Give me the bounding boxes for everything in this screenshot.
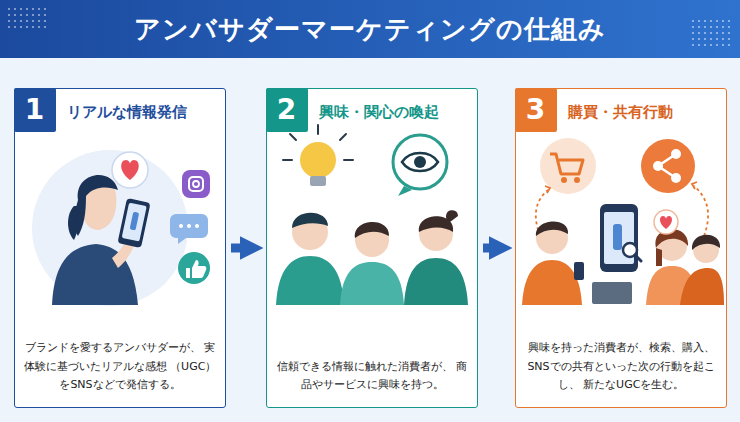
consumer-figures [536, 222, 568, 254]
panel-ground [14, 88, 226, 408]
consumer-figures [522, 260, 582, 305]
cart-icon [540, 138, 596, 194]
consumer-figures [680, 268, 724, 305]
share-icon [641, 139, 695, 193]
lightbulb-icon [310, 176, 326, 186]
step-panel: リアルな情報発信ブランドを愛するアンバサダーが、 実体験に基づいたリアルな感想 … [14, 88, 226, 408]
title-banner [0, 0, 740, 58]
sns-icons [186, 260, 206, 278]
smartphone-search [635, 255, 641, 261]
sns-icons [182, 170, 210, 198]
cart-icon [550, 154, 583, 174]
ambassador-illustration [68, 206, 79, 240]
sns-icons [187, 224, 191, 228]
step-description: 興味を持った消費者が、検索、購入、 SNSでの共有といった次の行動を起こし、 新… [524, 339, 718, 395]
diagram-title: アンバサダーマーケティングの仕組み [134, 12, 606, 47]
flow-arrow [231, 244, 254, 253]
smartphone-search [613, 224, 622, 250]
consumer-figures [655, 229, 688, 266]
sns-icons [178, 252, 210, 284]
share-icon [641, 139, 695, 193]
flow-arrow [483, 244, 503, 253]
smartphone-search [600, 204, 641, 272]
step-heading: 購買・共有行動 [568, 103, 673, 121]
consumer-figures [592, 282, 632, 304]
consumer-figures [276, 256, 344, 305]
sns-icons [193, 181, 199, 187]
ambassador-illustration [117, 198, 150, 248]
consumer-figures [536, 221, 568, 236]
consumer-figures [404, 258, 468, 305]
sns-icons [195, 224, 199, 228]
consumer-figures [340, 262, 404, 305]
lightbulb-icon [283, 125, 353, 186]
consumer-figures [355, 222, 389, 238]
panel-ground [266, 88, 478, 408]
title-banner: アンバサダーマーケティングの仕組み [0, 0, 740, 58]
step-number: 2 [277, 96, 296, 124]
share-icon [671, 173, 681, 183]
step-panel: 購買・共有行動興味を持った消費者が、検索、購入、 SNSでの共有といった次の行動… [515, 88, 727, 408]
title-banner [0, 0, 740, 58]
share-icon [671, 149, 681, 159]
step-heading: 興味・関心の喚起 [319, 103, 439, 121]
title-banner [690, 18, 732, 48]
eye-bubble [393, 135, 447, 196]
consumer-figures [522, 221, 724, 305]
heart-bubble [654, 210, 678, 234]
action-arrows [692, 182, 697, 189]
heart-bubble [121, 160, 139, 180]
cart-icon [574, 177, 580, 183]
cart-icon [540, 138, 596, 194]
sns-icons [170, 170, 210, 284]
step-number-badge: 3 [515, 88, 557, 132]
step-number: 1 [25, 96, 44, 124]
ambassador-illustration [122, 203, 147, 242]
ambassador-illustration [130, 212, 140, 231]
heart-bubble [112, 152, 148, 188]
step-number-badge: 2 [266, 88, 308, 132]
consumer-figures [419, 210, 458, 232]
step-number-badge: 1 [14, 88, 56, 132]
action-arrows [694, 186, 708, 236]
eye-bubble [414, 156, 426, 168]
panel-ground [14, 88, 727, 408]
share-icon [653, 161, 663, 171]
heart-bubble [654, 210, 678, 234]
sns-icons [179, 224, 183, 228]
ambassador-illustration [74, 175, 118, 236]
cart-icon [561, 177, 567, 183]
step-number: 3 [526, 96, 545, 124]
panel-ground [515, 88, 727, 408]
heart-bubble [112, 152, 148, 188]
smartphone-search [600, 204, 638, 272]
step-heading: リアルな情報発信 [67, 103, 187, 121]
lightbulb-icon [300, 142, 336, 178]
consumer-figures [692, 235, 720, 250]
title-banner [8, 8, 48, 28]
consumer-figures [292, 213, 328, 228]
ambassador-illustration [32, 150, 188, 306]
eye-bubble [398, 186, 412, 196]
eye-bubble [402, 153, 438, 171]
ambassador-illustration [32, 150, 188, 306]
sns-icons [189, 177, 203, 191]
step-description: 信頼できる情報に触れた消費者が、 商品やサービスに興味を持つ。 [275, 358, 469, 395]
heart-bubble [660, 216, 672, 229]
step-description: ブランドを愛するアンバサダーが、 実体験に基づいたリアルな感想 （UGC）をSN… [23, 339, 217, 395]
action-arrows [545, 186, 550, 193]
sns-icons [170, 214, 208, 244]
consumer-figures [574, 262, 584, 280]
step-panel: 興味・関心の喚起信頼できる情報に触れた消費者が、 商品やサービスに興味を持つ。 2 [266, 88, 478, 408]
consumer-figures [276, 210, 468, 305]
eye-bubble [393, 135, 447, 189]
